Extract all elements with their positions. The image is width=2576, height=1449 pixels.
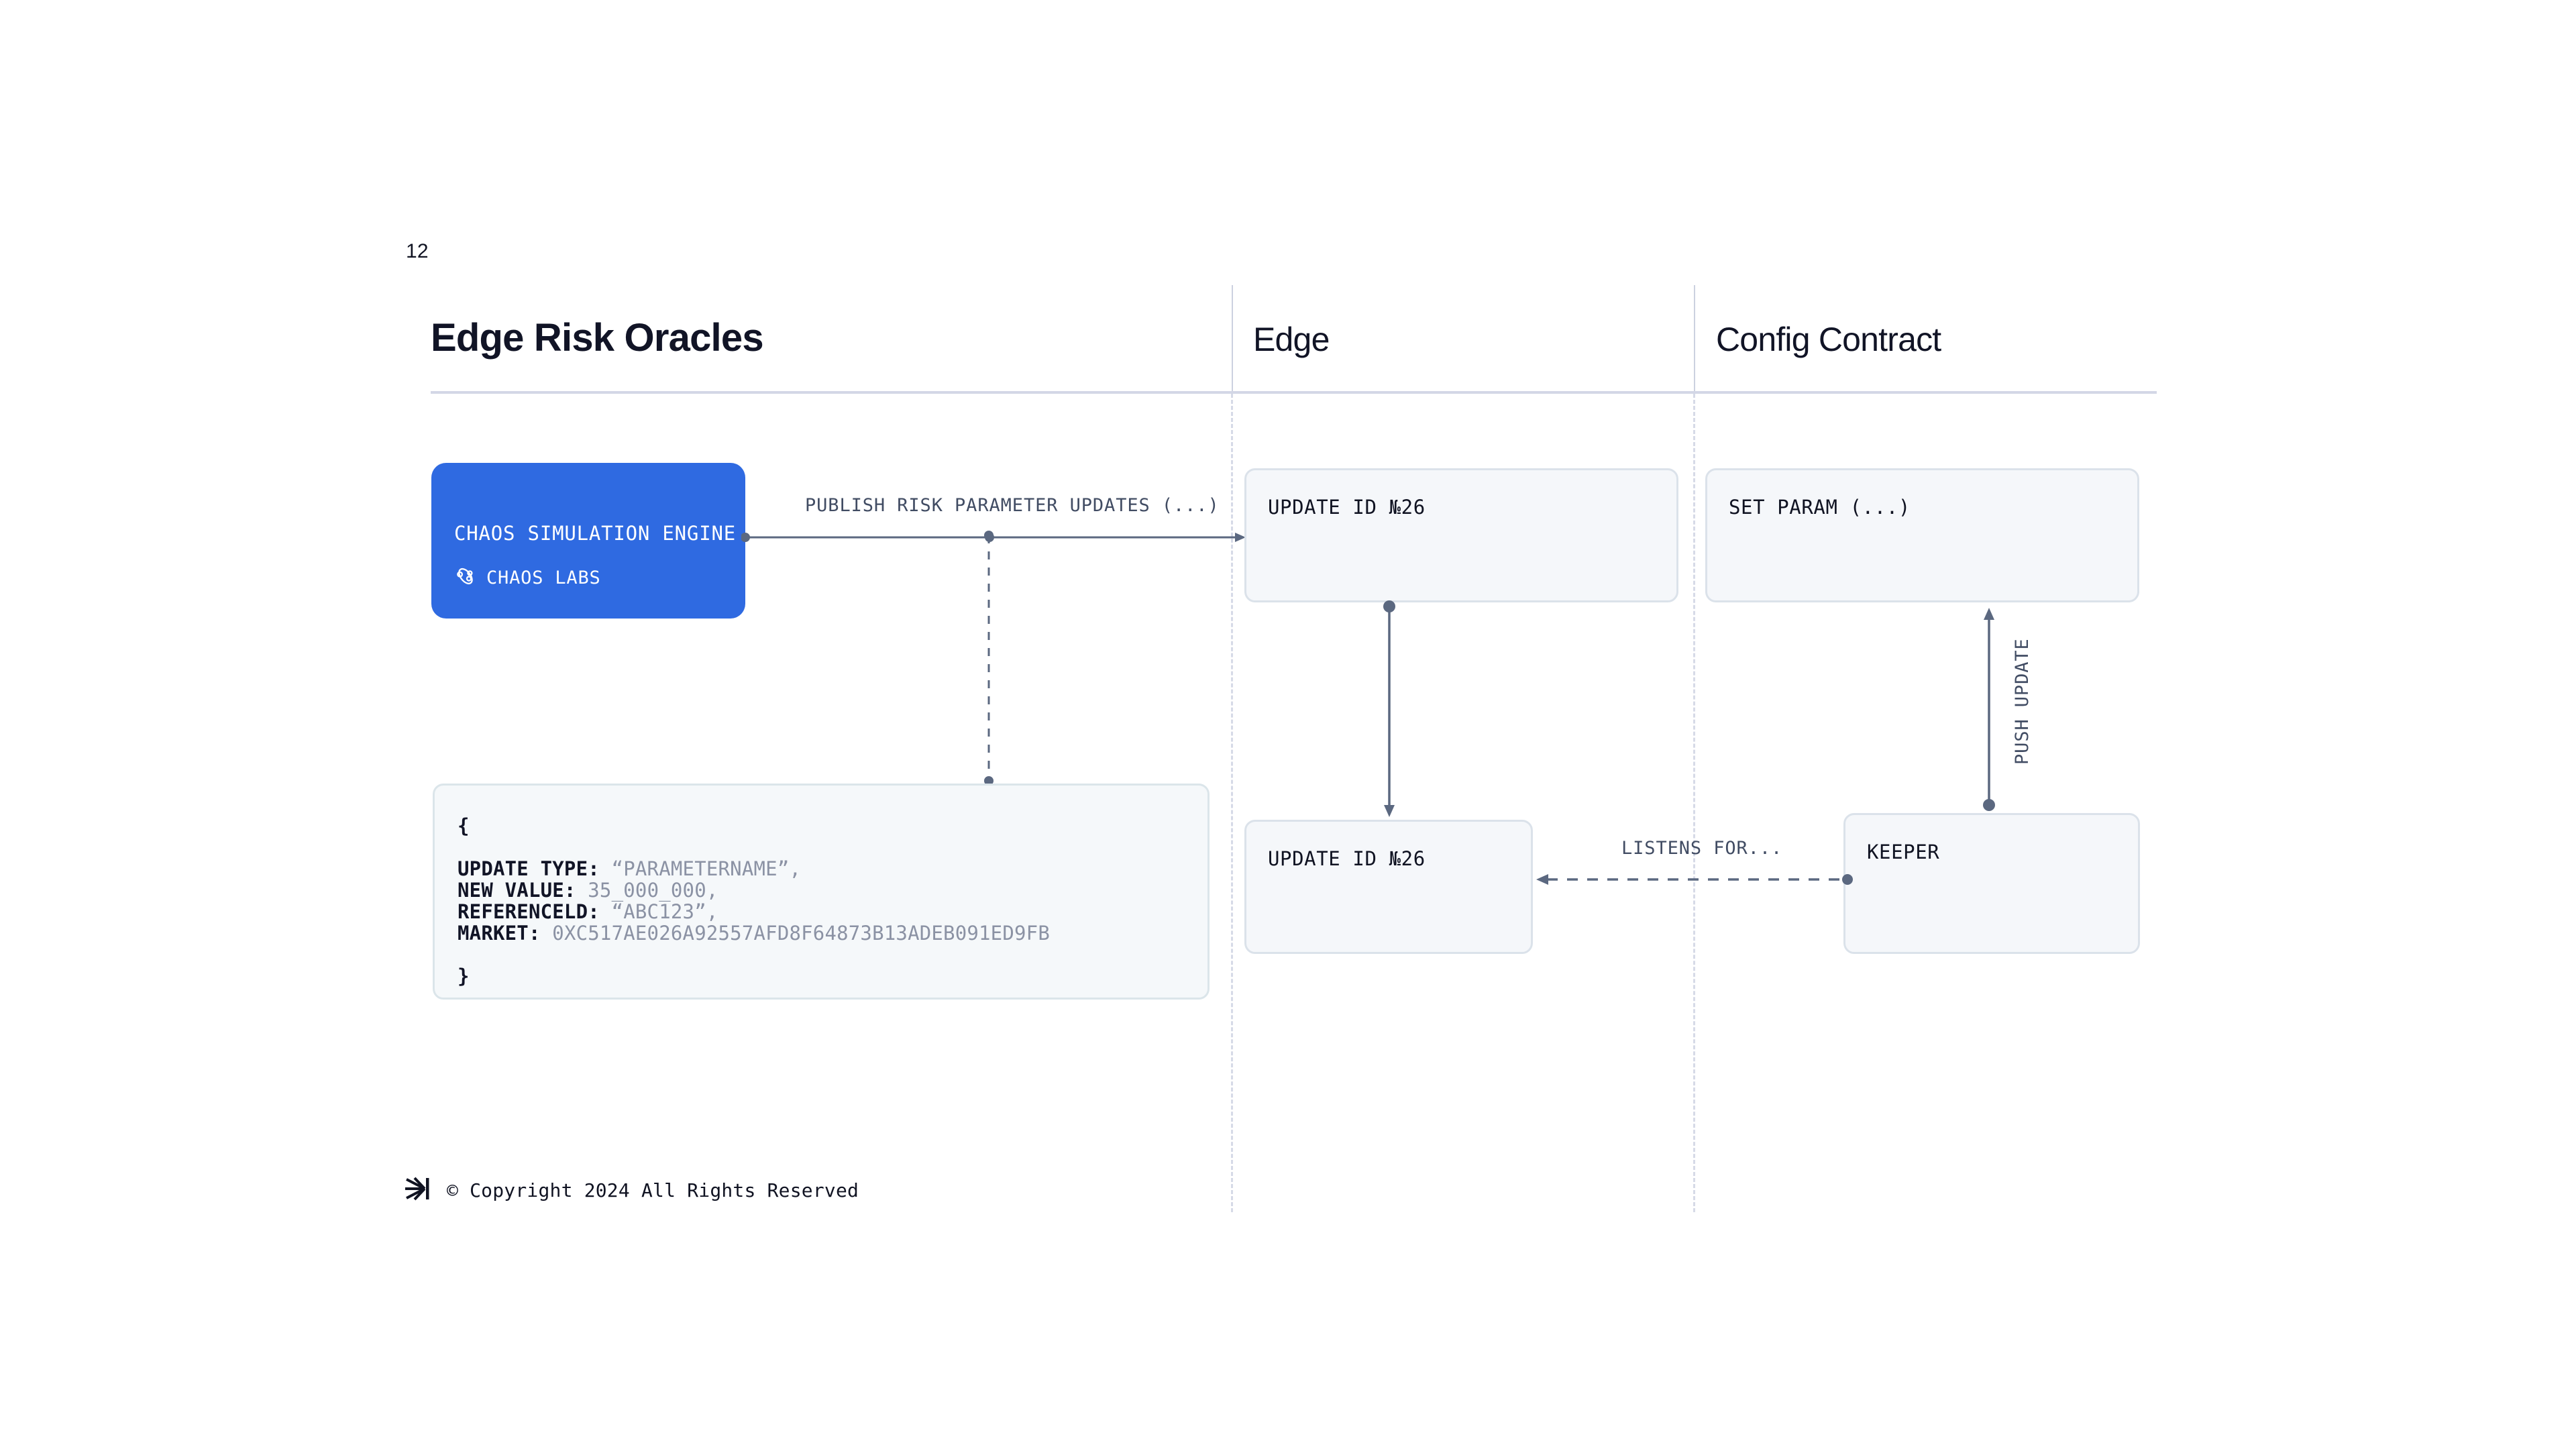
- code-spacer: [458, 837, 1185, 858]
- header-rule: [431, 391, 2157, 394]
- code-spacer: [458, 944, 1185, 965]
- code-key: UPDATE TYPE:: [458, 857, 600, 880]
- connector-label-publish-risk-parameter-updates: PUBLISH RISK PARAMETER UPDATES (...): [805, 495, 1220, 516]
- chaos-labs-brand: CHAOS LABS: [454, 565, 601, 591]
- connector-label-listens-for: LISTENS FOR...: [1621, 838, 1783, 859]
- footer: © Copyright 2024 All Rights Reserved: [402, 1173, 859, 1208]
- code-key: MARKET:: [458, 922, 541, 945]
- code-line: {: [458, 814, 470, 837]
- connector-label-push-update: PUSH UPDATE: [2012, 638, 2033, 765]
- connector-push-update-arrow: [1983, 608, 1995, 811]
- node-update-id-bottom-label: UPDATE ID №26: [1268, 847, 1426, 870]
- node-update-id-bottom[interactable]: UPDATE ID №26: [1244, 820, 1533, 954]
- connector-update-top-to-bottom-arrow: [1383, 600, 1395, 817]
- page-number: 12: [406, 240, 429, 262]
- lane-divider-dashed-edge: [1231, 394, 1233, 1212]
- chaos-labs-atom-icon: [454, 565, 477, 591]
- code-line: NEW VALUE: 35_000_000,: [458, 879, 1185, 901]
- node-keeper[interactable]: KEEPER: [1843, 813, 2140, 954]
- node-keeper-label: KEEPER: [1867, 841, 1940, 863]
- node-set-param[interactable]: SET PARAM (...): [1705, 468, 2139, 602]
- code-value: 0XC517AE026A92557AFD8F64873B13ADEB091ED9…: [540, 922, 1050, 945]
- lane-header-edge: Edge: [1253, 321, 1330, 358]
- chaos-labs-brand-label: CHAOS LABS: [486, 568, 601, 588]
- lane-header-edge-risk-oracles: Edge Risk Oracles: [431, 316, 764, 360]
- code-line: MARKET: 0XC517AE026A92557AFD8F64873B13AD…: [458, 922, 1185, 944]
- connector-publish-arrow: [741, 533, 1246, 542]
- connector-publish-to-json-dashed: [984, 531, 994, 786]
- lane-divider-config-contract: [1694, 285, 1695, 392]
- code-key: NEW VALUE:: [458, 879, 576, 902]
- json-payload-box: { UPDATE TYPE: “PARAMETERNAME”, NEW VALU…: [433, 784, 1210, 1000]
- code-key: REFERENCELD:: [458, 900, 600, 923]
- node-chaos-simulation-engine[interactable]: CHAOS SIMULATION ENGINE CHAOS LABS: [431, 463, 745, 619]
- code-line: }: [458, 965, 470, 987]
- code-value: “PARAMETERNAME”,: [599, 857, 802, 880]
- code-line: UPDATE TYPE: “PARAMETERNAME”,: [458, 858, 1185, 879]
- lane-divider-dashed-config-contract: [1693, 394, 1695, 1212]
- node-update-id-top[interactable]: UPDATE ID №26: [1244, 468, 1678, 602]
- converging-rays-logo-icon: [402, 1173, 435, 1208]
- lane-divider-edge: [1232, 285, 1233, 392]
- node-chaos-simulation-engine-title: CHAOS SIMULATION ENGINE: [454, 522, 736, 545]
- node-set-param-label: SET PARAM (...): [1729, 496, 1911, 519]
- lane-header-config-contract: Config Contract: [1716, 321, 1941, 358]
- footer-copyright-text: © Copyright 2024 All Rights Reserved: [447, 1179, 859, 1201]
- code-value: 35_000_000,: [576, 879, 718, 902]
- code-line: REFERENCELD: “ABC123”,: [458, 901, 1185, 922]
- node-update-id-top-label: UPDATE ID №26: [1268, 496, 1426, 519]
- code-value: “ABC123”,: [599, 900, 718, 923]
